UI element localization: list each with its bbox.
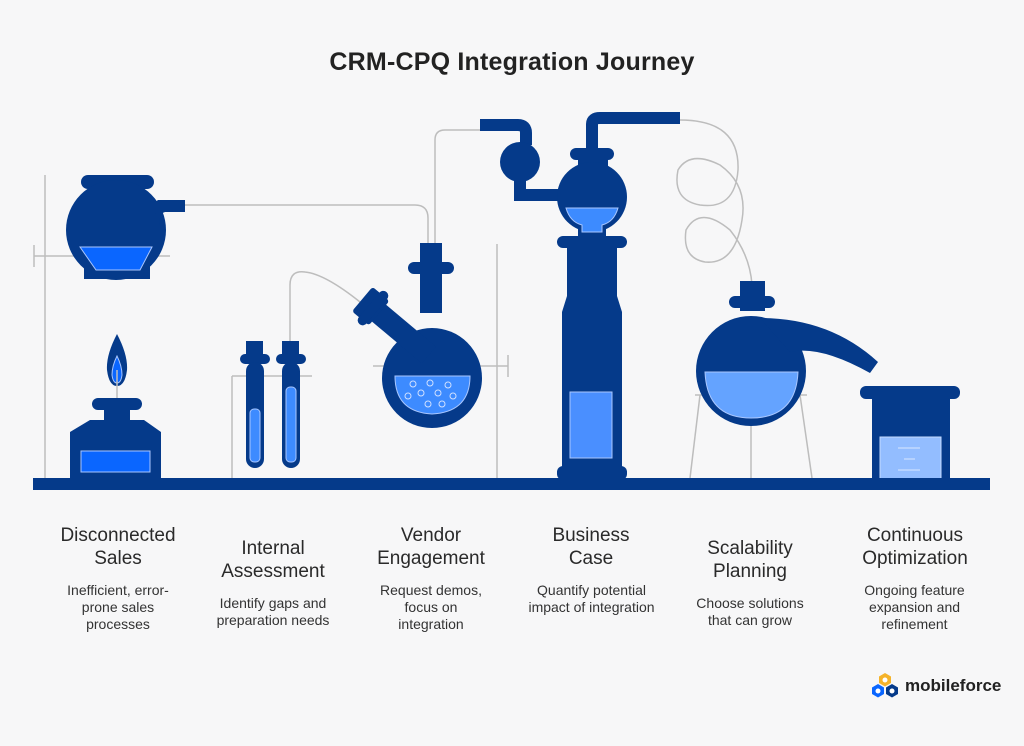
step-description: Inefficient, error-prone sales processes	[67, 582, 169, 632]
test-tubes-icon	[240, 341, 306, 468]
coiled-tube	[676, 119, 753, 286]
step-description: Request demos, focus on integration	[380, 582, 482, 632]
step-vendor-engagement: Vendor Engagement Request demos, focus o…	[360, 524, 502, 633]
tube-flask1-to-flask3	[185, 204, 429, 245]
flask-icon	[66, 175, 185, 280]
hexagon-cluster-icon	[872, 673, 898, 698]
burner-icon	[70, 334, 161, 478]
page-title: CRM-CPQ Integration Journey	[329, 48, 695, 76]
logo-text: mobileforce	[905, 676, 1002, 695]
step-disconnected-sales: Disconnected Sales Inefficient, error-pr…	[38, 524, 198, 633]
mobileforce-logo: mobileforce	[870, 672, 1001, 700]
retort-icon	[696, 281, 878, 426]
connecting-tubes	[185, 119, 753, 345]
step-business-case: Business Case Quantify potential impact …	[520, 524, 662, 616]
step-heading: Scalability Planning	[707, 538, 793, 582]
step-description: Quantify potential impact of integration	[528, 582, 655, 615]
step-scalability-planning: Scalability Planning Choose solutions th…	[680, 537, 820, 629]
step-heading: Continuous Optimization	[862, 525, 968, 569]
bench-shelf	[33, 478, 990, 490]
step-heading: Business Case	[552, 525, 630, 569]
tube-flask3-to-column	[434, 129, 480, 245]
distillation-column-icon	[480, 112, 680, 480]
step-heading: Internal Assessment	[221, 538, 325, 582]
step-internal-assessment: Internal Assessment Identify gaps and pr…	[198, 537, 348, 629]
step-description: Choose solutions that can grow	[696, 595, 804, 628]
step-continuous-optimization: Continuous Optimization Ongoing feature …	[840, 524, 990, 633]
step-heading: Disconnected Sales	[60, 525, 176, 569]
step-heading: Vendor Engagement	[377, 525, 485, 569]
round-bottom-flask-icon	[353, 243, 482, 428]
step-description: Ongoing feature expansion and refinement	[864, 582, 965, 632]
beaker-icon	[860, 386, 960, 480]
tube-testtube-to-flask3	[289, 271, 361, 345]
step-description: Identify gaps and preparation needs	[216, 595, 330, 628]
